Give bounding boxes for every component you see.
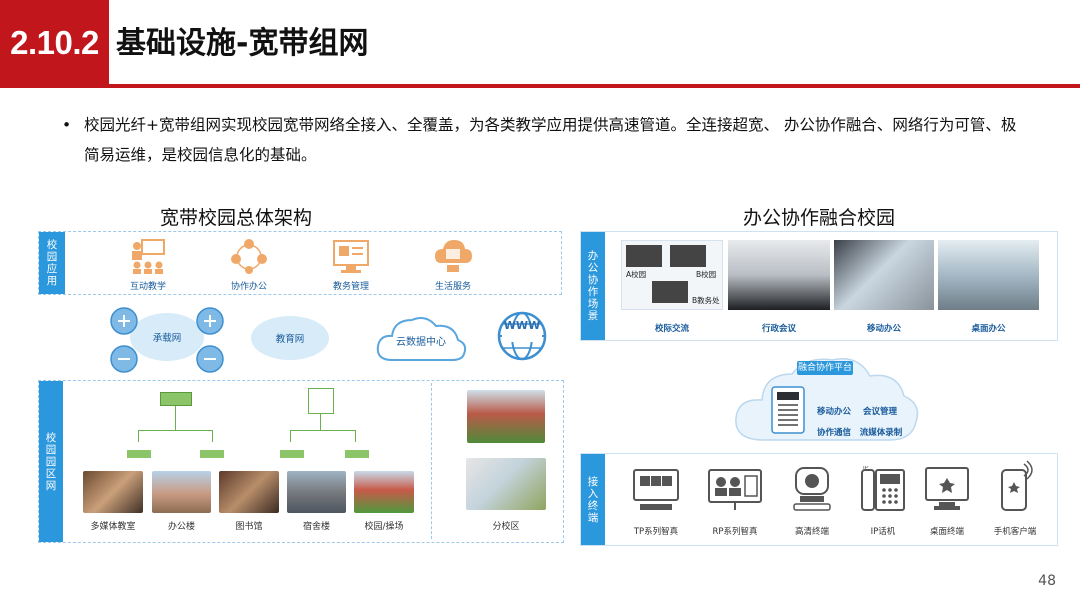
- www-label: WWW: [503, 319, 541, 332]
- platform-feature-meeting: 会议管理: [862, 407, 897, 417]
- right-scenes-sidebar: 办公协作场景: [581, 232, 605, 340]
- ap-4: [345, 450, 369, 458]
- platform-device-icon: [771, 386, 805, 434]
- left-apps-panel: 校园应用: [38, 231, 562, 295]
- section-number: 2.10.2: [0, 0, 109, 88]
- branch-campus-photo-2: [466, 458, 546, 510]
- carrier-network-label: 承载网: [152, 333, 182, 344]
- tp-telepresence-icon: [633, 469, 679, 510]
- left-apps-sidebar-label: 校园应用: [46, 239, 58, 287]
- ap-3: [280, 450, 304, 458]
- scene-mobile-photo: [834, 240, 934, 310]
- building-label-dorm: 宿舍楼: [302, 522, 330, 532]
- app-label-collaboration: 协作办公: [230, 282, 267, 292]
- www-globe-icon: [497, 311, 547, 361]
- ip-phone-icon: IP: [861, 466, 905, 511]
- app-label-life-service: 生活服务: [434, 282, 471, 292]
- app-label-academic: 教务管理: [332, 282, 369, 292]
- building-label-office: 办公楼: [167, 522, 195, 532]
- svg-text:IP: IP: [863, 466, 869, 471]
- school-b-office-label: B教务处: [692, 296, 720, 305]
- right-scenes-sidebar-label: 办公协作场景: [587, 250, 599, 322]
- cloud-datacenter-icon: [376, 317, 467, 361]
- platform-feature-recording: 流媒体录制: [859, 428, 903, 438]
- ap-2: [200, 450, 224, 458]
- cloud-datacenter-label: 云数据中心: [396, 337, 446, 348]
- scene-label-desktop: 桌面办公: [971, 324, 1006, 334]
- router-cluster-icon: [110, 307, 224, 373]
- school-b-label: B校园: [696, 270, 717, 279]
- scene-meeting-photo: [728, 240, 830, 310]
- academic-management-icon: [333, 240, 369, 273]
- building-label-field: 校园/操场: [364, 522, 404, 532]
- branch-campus-photo-1: [467, 390, 545, 443]
- scene-label-exchange: 校际交流: [654, 324, 689, 334]
- desktop-terminal-icon: [925, 467, 969, 510]
- bullet-paragraph: • 校园光纤+宽带组网实现校园宽带网络全接入、全覆盖，为各类教学应用提供高速管道…: [62, 110, 1022, 170]
- page-number: 48: [1038, 573, 1056, 589]
- left-apps-sidebar: 校园应用: [39, 232, 65, 294]
- mobile-client-icon: [1001, 460, 1033, 511]
- scene-label-meeting: 行政会议: [761, 324, 796, 334]
- right-terminals-sidebar: 接入终端: [581, 454, 605, 545]
- slide-header: 2.10.2 基础设施-宽带组网: [0, 0, 1080, 88]
- education-network: 教育网: [251, 316, 329, 360]
- office-building-photo: [152, 471, 211, 513]
- building-label-classroom: 多媒体教室: [90, 522, 136, 532]
- core-switch-right: [308, 388, 334, 414]
- terminal-label-hd: 高清终端: [794, 527, 829, 537]
- ap-1: [127, 450, 151, 458]
- right-terminals-sidebar-label: 接入终端: [587, 475, 599, 524]
- platform-title-badge: 融合协作平台: [797, 361, 853, 375]
- left-campus-sidebar: 校园园区网: [39, 381, 63, 542]
- library-photo: [219, 471, 279, 513]
- core-switch-left: [160, 392, 192, 406]
- life-service-icon: [435, 240, 472, 272]
- multimedia-classroom-photo: [83, 471, 143, 513]
- carrier-network: 承载网: [130, 313, 204, 361]
- branch-divider: [431, 383, 432, 539]
- right-diagram-title: 办公协作融合校园: [742, 207, 895, 229]
- interactive-teaching-icon: [132, 239, 165, 274]
- bullet-marker: •: [62, 116, 72, 134]
- terminal-label-desktop: 桌面终端: [929, 527, 964, 537]
- scene-exchange-photo: A校园 B校园 B教务处: [621, 240, 723, 310]
- terminal-label-tp: TP系列智真: [633, 527, 679, 537]
- scene-label-mobile: 移动办公: [866, 324, 901, 334]
- left-diagram-title: 宽带校园总体架构: [159, 207, 312, 229]
- dormitory-photo: [287, 471, 346, 513]
- education-network-label: 教育网: [275, 334, 305, 345]
- hd-terminal-icon: [793, 467, 831, 511]
- platform-feature-communication: 协作通信: [816, 428, 851, 438]
- rp-telepresence-icon: [708, 469, 762, 510]
- terminal-label-rp: RP系列智真: [712, 527, 758, 537]
- header-divider: [109, 84, 1080, 88]
- platform-feature-mobile: 移动办公: [816, 407, 851, 417]
- building-label-library: 图书馆: [235, 522, 263, 532]
- branch-campus-label: 分校区: [492, 522, 520, 532]
- school-a-label: A校园: [626, 270, 647, 279]
- slide-title: 基础设施-宽带组网: [116, 26, 369, 61]
- campus-field-photo: [354, 471, 414, 513]
- terminal-label-mobile: 手机客户端: [993, 527, 1037, 537]
- bullet-text: 校园光纤+宽带组网实现校园宽带网络全接入、全覆盖，为各类教学应用提供高速管道。全…: [84, 116, 1017, 164]
- left-campus-sidebar-label: 校园园区网: [45, 431, 57, 492]
- collaboration-office-icon: [231, 239, 267, 274]
- app-label-interactive-teaching: 互动教学: [129, 282, 166, 292]
- scene-desktop-photo: [938, 240, 1039, 310]
- terminal-label-ip-phone: IP话机: [870, 527, 896, 537]
